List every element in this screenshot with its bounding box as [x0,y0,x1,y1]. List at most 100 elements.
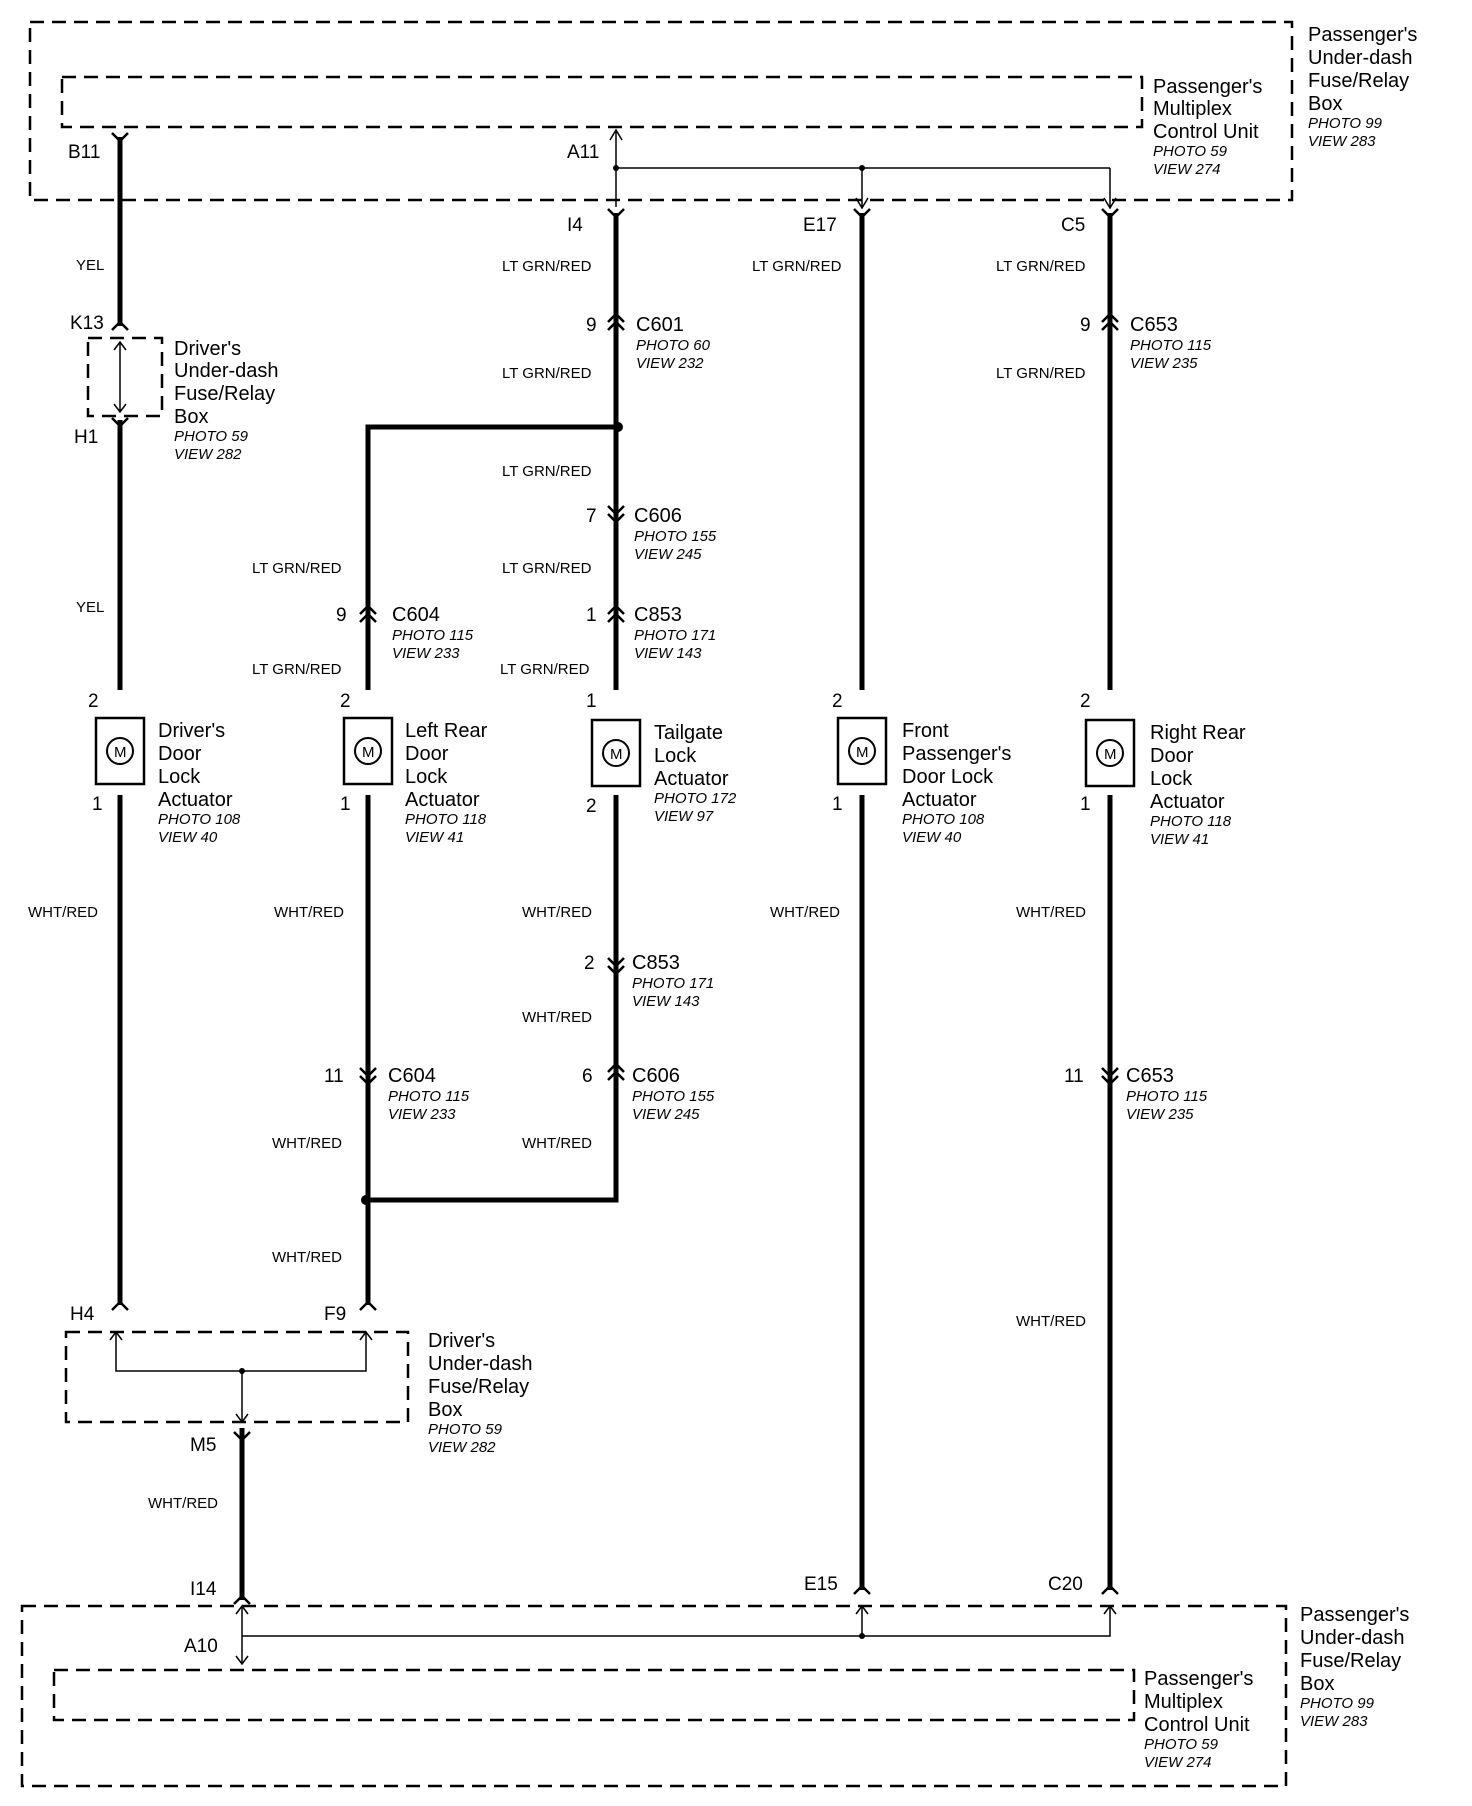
wire-label-lt-grn-red: LT GRN/RED [996,258,1086,275]
svg-text:Fuse/Relay: Fuse/Relay [1300,1650,1401,1672]
wire-label-lt-grn-red: LT GRN/RED [996,365,1086,382]
splice-dot [239,1368,245,1374]
svg-text:VIEW 235: VIEW 235 [1126,1106,1194,1123]
svg-text:PHOTO 115: PHOTO 115 [1126,1088,1208,1105]
connector-c853-upper-label: C853 PHOTO 171 VIEW 143 [634,604,716,662]
driver-fuse-box-upper-outline [86,336,164,418]
svg-text:C604: C604 [388,1065,436,1087]
connector-mark [1101,208,1119,1595]
connector-c606-lower-label: C606 PHOTO 155 VIEW 245 [632,1065,715,1123]
connector-pin: 2 [584,953,595,974]
svg-text:M: M [610,746,623,763]
connector-pin: 7 [586,506,597,527]
driver-fuse-box-lower-outline [64,1330,410,1424]
svg-text:Door Lock: Door Lock [902,766,994,788]
svg-text:C606: C606 [634,505,682,527]
svg-text:Actuator: Actuator [405,789,480,811]
svg-text:PHOTO 108: PHOTO 108 [158,811,241,828]
svg-text:Passenger's: Passenger's [1300,1604,1409,1626]
svg-text:C601: C601 [636,314,684,336]
pin-e15: E15 [804,1574,838,1595]
left-rear-door-lock-motor: M [342,716,394,786]
svg-text:Box: Box [1300,1673,1334,1695]
top-multiplex-unit-outline [60,75,1144,129]
pin-k13: K13 [70,313,104,334]
wire-label-wht-red: WHT/RED [274,904,344,921]
svg-text:Door: Door [405,743,449,765]
svg-text:PHOTO 59: PHOTO 59 [1144,1736,1219,1753]
svg-text:Fuse/Relay: Fuse/Relay [1308,70,1409,92]
svg-text:Actuator: Actuator [1150,791,1225,813]
svg-text:VIEW 283: VIEW 283 [1300,1713,1368,1730]
wire-label-wht-red: WHT/RED [272,1249,342,1266]
svg-text:Passenger's: Passenger's [1153,76,1262,98]
wire-label-lt-grn-red: LT GRN/RED [502,365,592,382]
wire-label-wht-red: WHT/RED [28,904,98,921]
bottom-internal-arrowheads [235,1604,1117,1666]
actuator-pin: 1 [92,794,103,815]
front-passenger-door-lock-actuator-label: Front Passenger's Door Lock Actuator PHO… [902,720,1011,846]
svg-text:Driver's: Driver's [158,720,225,742]
wire-label-yel: YEL [76,599,104,616]
svg-text:Box: Box [428,1399,462,1421]
svg-text:Lock: Lock [1150,768,1193,790]
svg-text:Door: Door [158,743,202,765]
actuator-pin: 1 [832,794,843,815]
connector-mark [111,132,129,1311]
svg-text:C653: C653 [1126,1065,1174,1087]
svg-text:PHOTO 115: PHOTO 115 [392,627,474,644]
svg-text:VIEW 235: VIEW 235 [1130,355,1198,372]
svg-text:VIEW 274: VIEW 274 [1144,1754,1212,1771]
wire-label-lt-grn-red: LT GRN/RED [502,560,592,577]
pin-h1: H1 [74,427,98,448]
actuator-pin: 2 [832,691,843,712]
tailgate-lock-motor: M [590,718,642,788]
right-rear-door-lock-actuator-label: Right Rear Door Lock Actuator PHOTO 118 … [1150,722,1246,848]
svg-text:VIEW 143: VIEW 143 [632,993,700,1010]
wire-label-wht-red: WHT/RED [770,904,840,921]
connector-c653-upper-label: C653 PHOTO 115 VIEW 235 [1130,314,1212,372]
svg-text:VIEW 232: VIEW 232 [636,355,704,372]
connector-c653-lower-label: C653 PHOTO 115 VIEW 235 [1126,1065,1208,1123]
svg-text:Door: Door [1150,745,1194,767]
svg-text:VIEW 245: VIEW 245 [634,546,702,563]
svg-text:VIEW 245: VIEW 245 [632,1106,700,1123]
svg-text:C604: C604 [392,604,440,626]
connector-pin: 6 [582,1066,593,1087]
svg-text:PHOTO 118: PHOTO 118 [1150,813,1232,830]
connector-c604-upper-label: C604 PHOTO 115 VIEW 233 [392,604,474,662]
svg-text:PHOTO 155: PHOTO 155 [632,1088,715,1105]
svg-text:VIEW 97: VIEW 97 [654,808,714,825]
top-multiplex-unit-label: Passenger's Multiplex Control Unit PHOTO… [1153,76,1262,178]
actuator-pin: 2 [1080,691,1091,712]
wire-label-wht-red: WHT/RED [1016,904,1086,921]
driver-fuse-box-lower-arrowheads [109,1330,373,1424]
svg-text:C853: C853 [632,952,680,974]
svg-text:Driver's: Driver's [174,338,241,360]
svg-text:PHOTO 171: PHOTO 171 [632,975,714,992]
bottom-fuse-relay-box-label: Passenger's Under-dash Fuse/Relay Box PH… [1300,1604,1409,1730]
wire-label-wht-red: WHT/RED [148,1495,218,1512]
wire-label-yel: YEL [76,257,104,274]
svg-text:VIEW 282: VIEW 282 [428,1439,496,1456]
svg-text:PHOTO 99: PHOTO 99 [1300,1695,1375,1712]
svg-text:VIEW 283: VIEW 283 [1308,133,1376,150]
svg-text:PHOTO 59: PHOTO 59 [1153,143,1228,160]
svg-text:PHOTO 172: PHOTO 172 [654,790,737,807]
pin-i4: I4 [567,215,583,236]
svg-text:VIEW 41: VIEW 41 [1150,831,1209,848]
actuator-pin: 2 [586,796,597,817]
svg-text:Control Unit: Control Unit [1153,121,1259,143]
svg-text:PHOTO 171: PHOTO 171 [634,627,716,644]
driver-fuse-box-lower-label: Driver's Under-dash Fuse/Relay Box PHOTO… [428,1330,533,1456]
svg-text:Driver's: Driver's [428,1330,495,1352]
pin-e17: E17 [803,215,837,236]
connector-mark [233,1431,251,1605]
svg-text:Under-dash: Under-dash [428,1353,533,1375]
svg-text:Front: Front [902,720,949,742]
bottom-fuse-relay-box-outline [20,1604,1288,1788]
pin-i14: I14 [190,1579,217,1600]
bottom-internal-bus [241,1606,1111,1664]
svg-text:VIEW 40: VIEW 40 [902,829,962,846]
svg-text:C853: C853 [634,604,682,626]
